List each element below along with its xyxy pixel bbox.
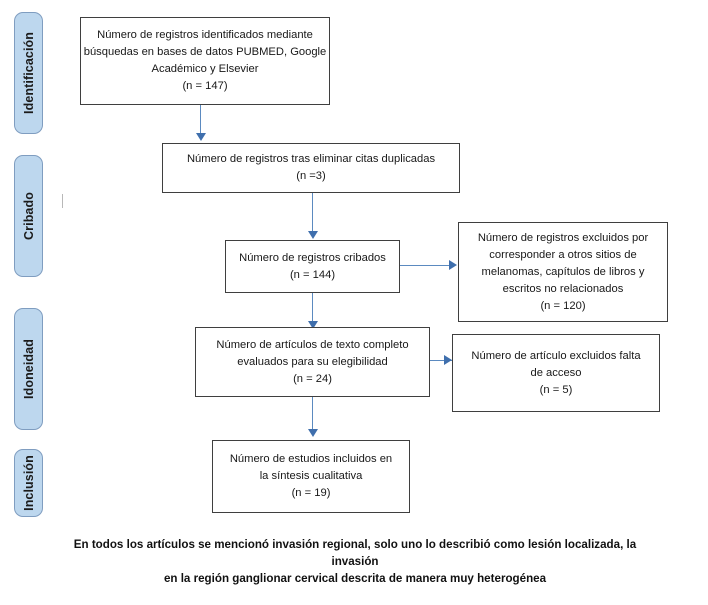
box-records-identified-line-2: búsquedas en bases de datos PUBMED, Goog… [83, 46, 327, 58]
phase-tab-cribado: Cribado [14, 155, 43, 277]
box-fulltext-excluded-line-2: de acceso [530, 366, 582, 379]
connector-screened-to-fulltext [312, 293, 313, 323]
margin-tick-mark [62, 194, 63, 208]
box-fulltext-excluded: Número de artículo excluidos falta de ac… [452, 334, 660, 412]
box-records-excluded-line-1: Número de registros excluidos por [477, 231, 649, 244]
box-records-after-duplicates-line-1: Número de registros tras eliminar citas … [186, 153, 436, 165]
arrowhead-fulltext-to-excluded [444, 355, 452, 365]
phase-tab-inclusion-label: Inclusión [21, 455, 36, 511]
box-fulltext-assessed-count: (n = 24) [293, 372, 332, 385]
box-records-screened-count: (n = 144) [289, 268, 336, 281]
box-records-identified-line-3: Académico y Elsevier [151, 63, 259, 75]
box-studies-included-count: (n = 19) [291, 487, 331, 499]
box-fulltext-assessed-line-2: evaluados para su elegibilidad [237, 355, 388, 368]
box-records-after-duplicates-count: (n =3) [296, 170, 326, 182]
phase-tab-idoneidad-label: Idoneidad [21, 339, 36, 399]
phase-tab-identificacion: Identificación [14, 12, 43, 134]
box-records-excluded-line-3: melanomas, capítulos de libros y [481, 265, 645, 278]
box-studies-included: Número de estudios incluidos en la sínte… [212, 440, 410, 513]
box-studies-included-line-1: Número de estudios incluidos en [229, 453, 393, 465]
box-records-identified: Número de registros identificados median… [80, 17, 330, 105]
phase-tab-inclusion: Inclusión [14, 449, 43, 517]
box-records-excluded-line-4: escritos no relacionados [502, 282, 624, 295]
connector-identified-to-duplicates [200, 105, 201, 135]
phase-tab-cribado-label: Cribado [21, 192, 36, 240]
arrowhead-fulltext-to-included [308, 429, 318, 437]
box-records-screened: Número de registros cribados (n = 144) [225, 240, 400, 293]
diagram-caption: En todos los artículos se mencionó invas… [60, 536, 650, 587]
connector-duplicates-to-screened [312, 193, 313, 233]
connector-fulltext-to-included [312, 397, 313, 431]
box-records-excluded-count: (n = 120) [540, 299, 586, 312]
arrowhead-screened-to-fulltext [308, 321, 318, 329]
phase-tab-idoneidad: Idoneidad [14, 308, 43, 430]
arrowhead-identified-to-duplicates [196, 133, 206, 141]
box-studies-included-line-2: la síntesis cualitativa [259, 470, 363, 482]
diagram-caption-line-1: En todos los artículos se mencionó invas… [73, 538, 637, 568]
connector-screened-to-excluded-records [400, 265, 450, 266]
arrowhead-screened-to-excluded-records [449, 260, 457, 270]
box-records-after-duplicates: Número de registros tras eliminar citas … [162, 143, 460, 193]
diagram-caption-line-2: en la región ganglionar cervical descrit… [163, 572, 547, 585]
box-records-screened-line-1: Número de registros cribados [239, 251, 386, 264]
arrowhead-duplicates-to-screened [308, 231, 318, 239]
phase-tab-identificacion-label: Identificación [21, 32, 36, 114]
box-fulltext-assessed-line-1: Número de artículos de texto completo [216, 338, 409, 351]
box-records-identified-line-1: Número de registros identificados median… [97, 29, 313, 41]
box-fulltext-excluded-count: (n = 5) [539, 383, 573, 396]
box-fulltext-assessed: Número de artículos de texto completo ev… [195, 327, 430, 397]
box-records-excluded-line-2: corresponder a otros sitios de [489, 248, 637, 261]
box-records-excluded: Número de registros excluidos por corres… [458, 222, 668, 322]
connector-fulltext-to-excluded [430, 360, 452, 361]
box-fulltext-excluded-line-1: Número de artículo excluidos falta [471, 349, 641, 362]
box-records-identified-count: (n = 147) [182, 80, 228, 92]
